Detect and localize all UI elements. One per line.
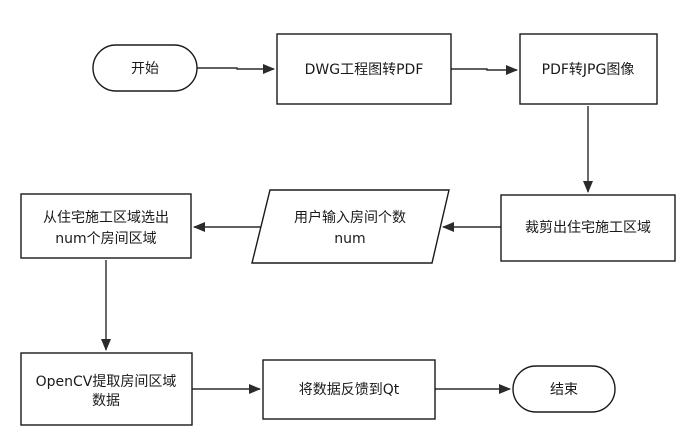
node-feedback-qt: 将数据反馈到Qt — [262, 359, 436, 420]
node-end: 结束 — [512, 365, 616, 413]
user-input-label-line2: num — [334, 231, 365, 247]
opencv-extract-process-box — [20, 352, 193, 426]
node-dwg-to-pdf: DWG工程图转PDF — [276, 33, 452, 105]
pdf-to-jpg-process-box — [519, 33, 658, 105]
dwg-to-pdf-process-box — [276, 33, 452, 105]
pdf-to-jpg-label: PDF转JPG图像 — [542, 62, 635, 78]
edge-start-to-dwg — [197, 64, 275, 74]
start-label: 开始 — [131, 61, 159, 77]
select-rooms-process-box — [20, 193, 192, 259]
edge-dwg-to-pdf2jpg — [451, 65, 518, 75]
crop-process-box — [500, 194, 676, 262]
start-terminator-shape — [92, 44, 198, 92]
edges — [101, 64, 593, 394]
feedback-qt-process-box — [262, 359, 436, 420]
feedback-qt-label: 将数据反馈到Qt — [299, 382, 400, 398]
select-rooms-label-line1: 从住宅施工区域选出 — [43, 210, 169, 226]
node-opencv-extract: OpenCV提取房间区域 数据 — [20, 352, 193, 426]
opencv-extract-label-line1: OpenCV提取房间区域 — [36, 374, 177, 390]
user-input-parallelogram — [251, 189, 450, 264]
opencv-extract-label-line2: 数据 — [92, 393, 120, 409]
end-label: 结束 — [550, 382, 578, 398]
node-user-input: 用户输入房间个数 num — [251, 189, 450, 264]
node-crop: 裁剪出住宅施工区域 — [500, 194, 676, 262]
node-pdf-to-jpg: PDF转JPG图像 — [519, 33, 658, 105]
node-start: 开始 — [92, 44, 198, 92]
end-terminator-shape — [512, 365, 616, 413]
select-rooms-label-line2: num个房间区域 — [55, 231, 156, 247]
user-input-label-line1: 用户输入房间个数 — [294, 209, 406, 226]
dwg-to-pdf-label: DWG工程图转PDF — [305, 62, 424, 78]
node-select-rooms: 从住宅施工区域选出 num个房间区域 — [20, 193, 192, 259]
crop-label: 裁剪出住宅施工区域 — [525, 220, 651, 236]
